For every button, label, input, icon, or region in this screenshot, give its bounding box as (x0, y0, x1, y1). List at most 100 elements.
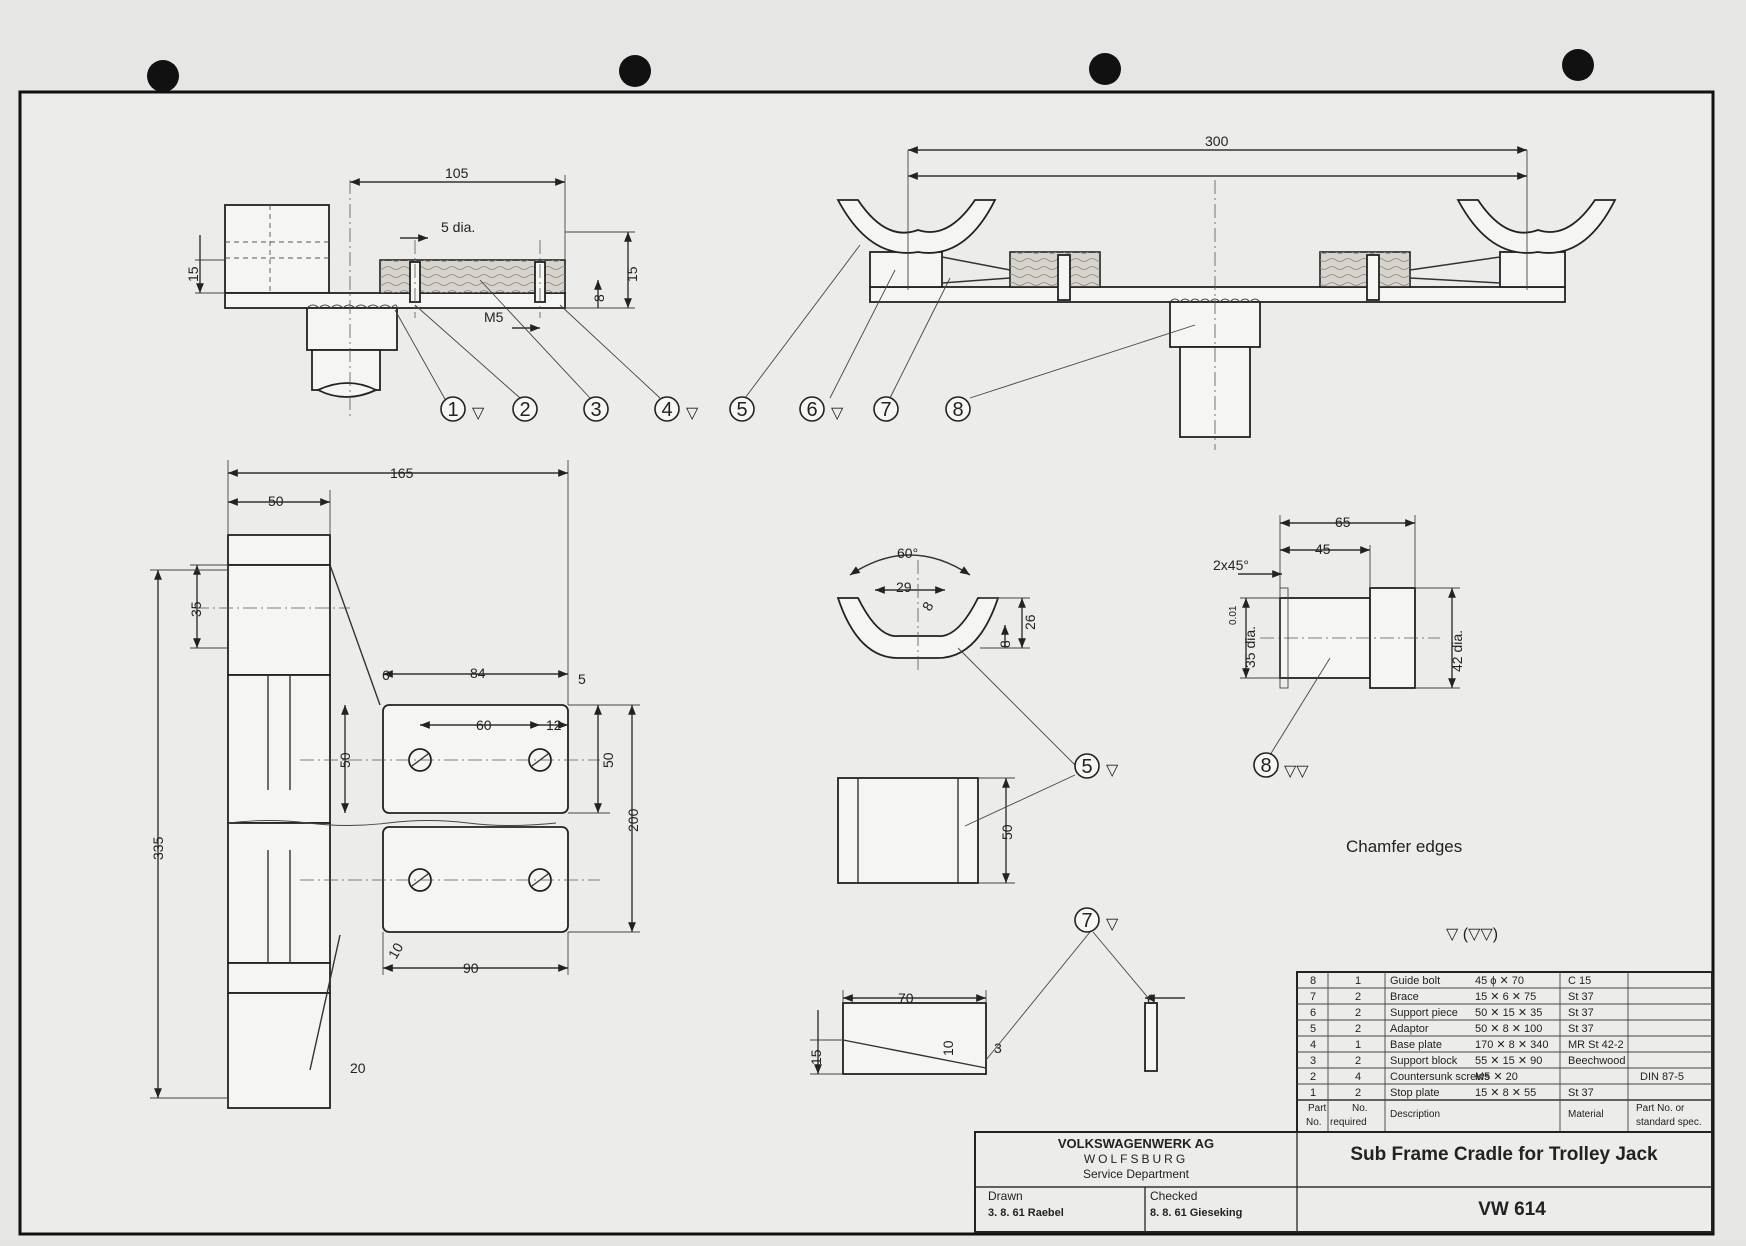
dim-50-a: 50 (268, 493, 284, 509)
parts-list-cell-desc: Guide bolt (1390, 975, 1440, 987)
drawing-number: VW 614 (1478, 1199, 1546, 1220)
dim-165: 165 (390, 465, 414, 481)
brace-detail-view: 70 15 10 3 6 7 ▽ (808, 907, 1185, 1075)
parts-list-cell-qty: 1 (1355, 1039, 1361, 1051)
svg-text:No.: No. (1352, 1103, 1368, 1114)
parts-list-cell-desc: Countersunk screws (1390, 1071, 1490, 1083)
punch-hole (1562, 49, 1594, 81)
parts-list-cell-part: 5 (1310, 1023, 1316, 1035)
svg-text:▽: ▽ (1106, 762, 1119, 779)
parts-list-cell-size: 50 ✕ 8 ✕ 100 (1475, 1023, 1542, 1035)
svg-text:Part: Part (1308, 1103, 1327, 1114)
parts-list-cell-size: 15 ✕ 8 ✕ 55 (1475, 1087, 1536, 1099)
parts-list-cell-qty: 4 (1355, 1071, 1361, 1083)
parts-list-cell-qty: 2 (1355, 1023, 1361, 1035)
parts-list-cell-part: 3 (1310, 1055, 1316, 1067)
company-city: WOLFSBURG (1084, 1152, 1188, 1166)
parts-list-cell-spec: DIN 87-5 (1640, 1071, 1684, 1083)
dim-35-dia: 35 dia. (1242, 626, 1258, 668)
checked-label: Checked (1150, 1189, 1197, 1203)
dim-8-c: 8 (997, 640, 1013, 648)
parts-list-cell-desc: Adaptor (1390, 1023, 1429, 1035)
dim-60-deg: 60° (897, 545, 918, 561)
svg-text:Material: Material (1568, 1109, 1604, 1120)
parts-list-cell-desc: Support piece (1390, 1007, 1458, 1019)
dim-12: 12 (546, 717, 562, 733)
balloon-7 (873, 396, 899, 422)
parts-list-cell-material: MR St 42-2 (1568, 1039, 1624, 1051)
parts-list-cell-qty: 2 (1355, 1087, 1361, 1099)
svg-text:▽: ▽ (831, 405, 844, 422)
parts-list-cell-desc: Brace (1390, 991, 1419, 1003)
dim-15-b: 15 (624, 266, 640, 282)
parts-list-cell-part: 2 (1310, 1071, 1316, 1083)
parts-list-cell-part: 4 (1310, 1039, 1316, 1051)
balloon-8 (945, 396, 971, 422)
svg-text:required: required (1330, 1117, 1367, 1128)
dim-5-dia: 5 dia. (441, 219, 475, 235)
svg-text:7: 7 (1081, 910, 1092, 932)
parts-list-cell-size: 50 ✕ 15 ✕ 35 (1475, 1007, 1542, 1019)
svg-text:1: 1 (447, 399, 458, 421)
svg-text:3: 3 (590, 399, 601, 421)
balloon-row: 1 ▽ 2 3 4 ▽ 5 6 ▽ 7 8 (440, 396, 971, 422)
parts-list-cell-size: 55 ✕ 15 ✕ 90 (1475, 1055, 1542, 1067)
drawn-value: 3. 8. 61 Raebel (988, 1207, 1064, 1219)
svg-text:Part No. or: Part No. or (1636, 1103, 1685, 1114)
parts-list-cell-qty: 2 (1355, 991, 1361, 1003)
checked-value: 8. 8. 61 Gieseking (1150, 1207, 1242, 1219)
balloon-5-detail (1074, 753, 1100, 779)
company-name: VOLKSWAGENWERK AG (1058, 1136, 1214, 1151)
dim-15-c: 15 (808, 1049, 824, 1065)
dim-300: 300 (1205, 133, 1229, 149)
parts-list-cell-size: 170 ✕ 8 ✕ 340 (1475, 1039, 1548, 1051)
dim-26: 26 (1022, 614, 1038, 630)
dim-29: 29 (896, 579, 912, 595)
drawn-label: Drawn (988, 1189, 1023, 1203)
punch-hole (147, 60, 179, 92)
surface-symbol: ▽ (472, 405, 485, 422)
balloon-8-detail (1253, 752, 1279, 778)
dim-10-b: 10 (940, 1040, 956, 1056)
parts-list-cell-material: St 37 (1568, 1023, 1594, 1035)
svg-text:standard spec.: standard spec. (1636, 1117, 1702, 1128)
svg-text:▽: ▽ (686, 405, 699, 422)
parts-list-cell-part: 1 (1310, 1087, 1316, 1099)
parts-list-cell-material: C 15 (1568, 975, 1591, 987)
parts-list-cell-qty: 2 (1355, 1007, 1361, 1019)
parts-list-row: 6 2 Support piece 50 ✕ 15 ✕ 35 St 37 (1310, 1007, 1594, 1019)
dim-200: 200 (625, 808, 641, 832)
surface-symbol-double: ▽▽ (1284, 763, 1309, 780)
parts-list-cell-qty: 2 (1355, 1055, 1361, 1067)
dim-6-b: 6 (1147, 991, 1155, 1007)
balloon-3 (583, 396, 609, 422)
parts-list-cell-desc: Support block (1390, 1055, 1458, 1067)
dim-m5: M5 (484, 309, 504, 325)
dim-335: 335 (150, 836, 166, 860)
dim-50-d: 50 (999, 824, 1015, 840)
svg-text:2: 2 (519, 399, 530, 421)
front-elevation-view: 300 (744, 133, 1617, 450)
parts-list-cell-size: M5 ✕ 20 (1475, 1071, 1518, 1083)
dim-60: 60 (476, 717, 492, 733)
dim-42-dia: 42 dia. (1449, 630, 1465, 672)
dim-65: 65 (1335, 514, 1351, 530)
dim-84: 84 (470, 665, 486, 681)
parts-list-cell-part: 6 (1310, 1007, 1316, 1019)
parts-list-cell-qty: 1 (1355, 975, 1361, 987)
side-elevation-view: 105 5 dia. 15 15 8 M5 (185, 165, 661, 420)
dim-50-c: 50 (600, 752, 616, 768)
department: Service Department (1083, 1167, 1190, 1181)
svg-text:Description: Description (1390, 1109, 1440, 1120)
dim-6-a: 6 (382, 667, 390, 683)
parts-list-cell-material: St 37 (1568, 1007, 1594, 1019)
parts-list-cell-part: 7 (1310, 991, 1316, 1003)
parts-list-cell-desc: Stop plate (1390, 1087, 1440, 1099)
